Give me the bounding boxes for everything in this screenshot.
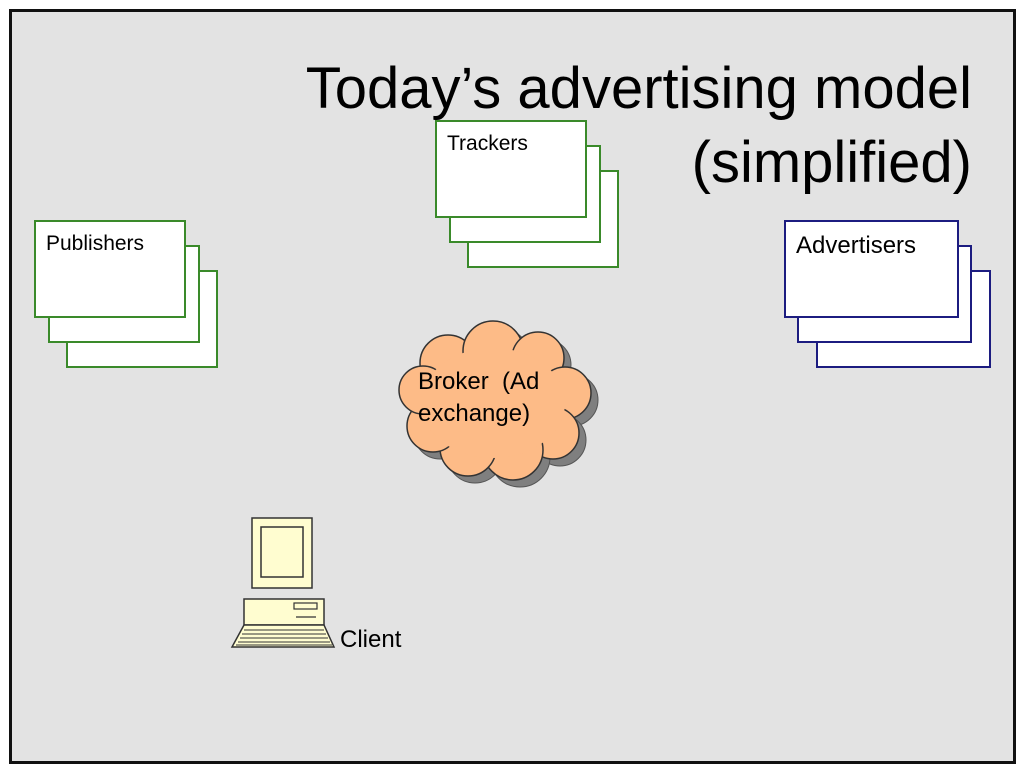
publishers-card-front: Publishers — [34, 220, 186, 318]
slide-title: Today’s advertising model (simplified) — [306, 52, 972, 200]
advertisers-label: Advertisers — [796, 232, 917, 259]
broker-cloud — [393, 318, 613, 493]
advertisers-card-front: Advertisers — [784, 220, 959, 318]
title-line-1: Today’s advertising model — [305, 56, 972, 121]
client-label: Client — [340, 626, 402, 653]
broker-label-line-1: Broker (Ad — [418, 368, 540, 395]
trackers-label: Trackers — [447, 132, 528, 155]
broker-label-line-2: exchange) — [418, 400, 531, 427]
trackers-card-front: Trackers — [435, 120, 587, 218]
title-line-2: (simplified) — [691, 130, 972, 195]
cloud-icon — [398, 320, 599, 488]
computer-icon — [230, 517, 336, 648]
broker-label: Broker (Ad exchange) — [418, 366, 539, 430]
publishers-label: Publishers — [46, 232, 145, 255]
